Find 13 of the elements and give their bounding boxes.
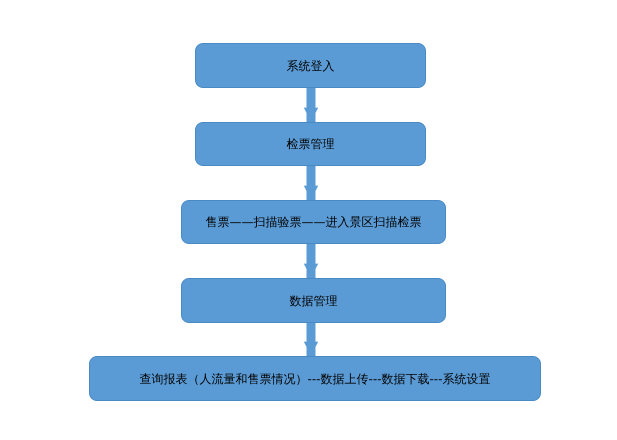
box-label: 系统登入 [286, 58, 334, 74]
process-box [181, 200, 446, 244]
arrow [304, 244, 318, 278]
process-box [89, 356, 541, 401]
box-label: 检票管理 [286, 136, 334, 153]
arrow [304, 166, 318, 200]
box-label: 数据管理 [290, 292, 338, 310]
process-box [181, 278, 446, 323]
process-box [195, 43, 426, 88]
box-label: 查询报表（人流量和售票情况）---数据上传---数据下载---系统设置 [140, 370, 490, 388]
arrow [304, 88, 318, 122]
box-label: 售票——扫描验票——进入景区扫描检票 [206, 214, 422, 231]
process-box [195, 122, 426, 166]
